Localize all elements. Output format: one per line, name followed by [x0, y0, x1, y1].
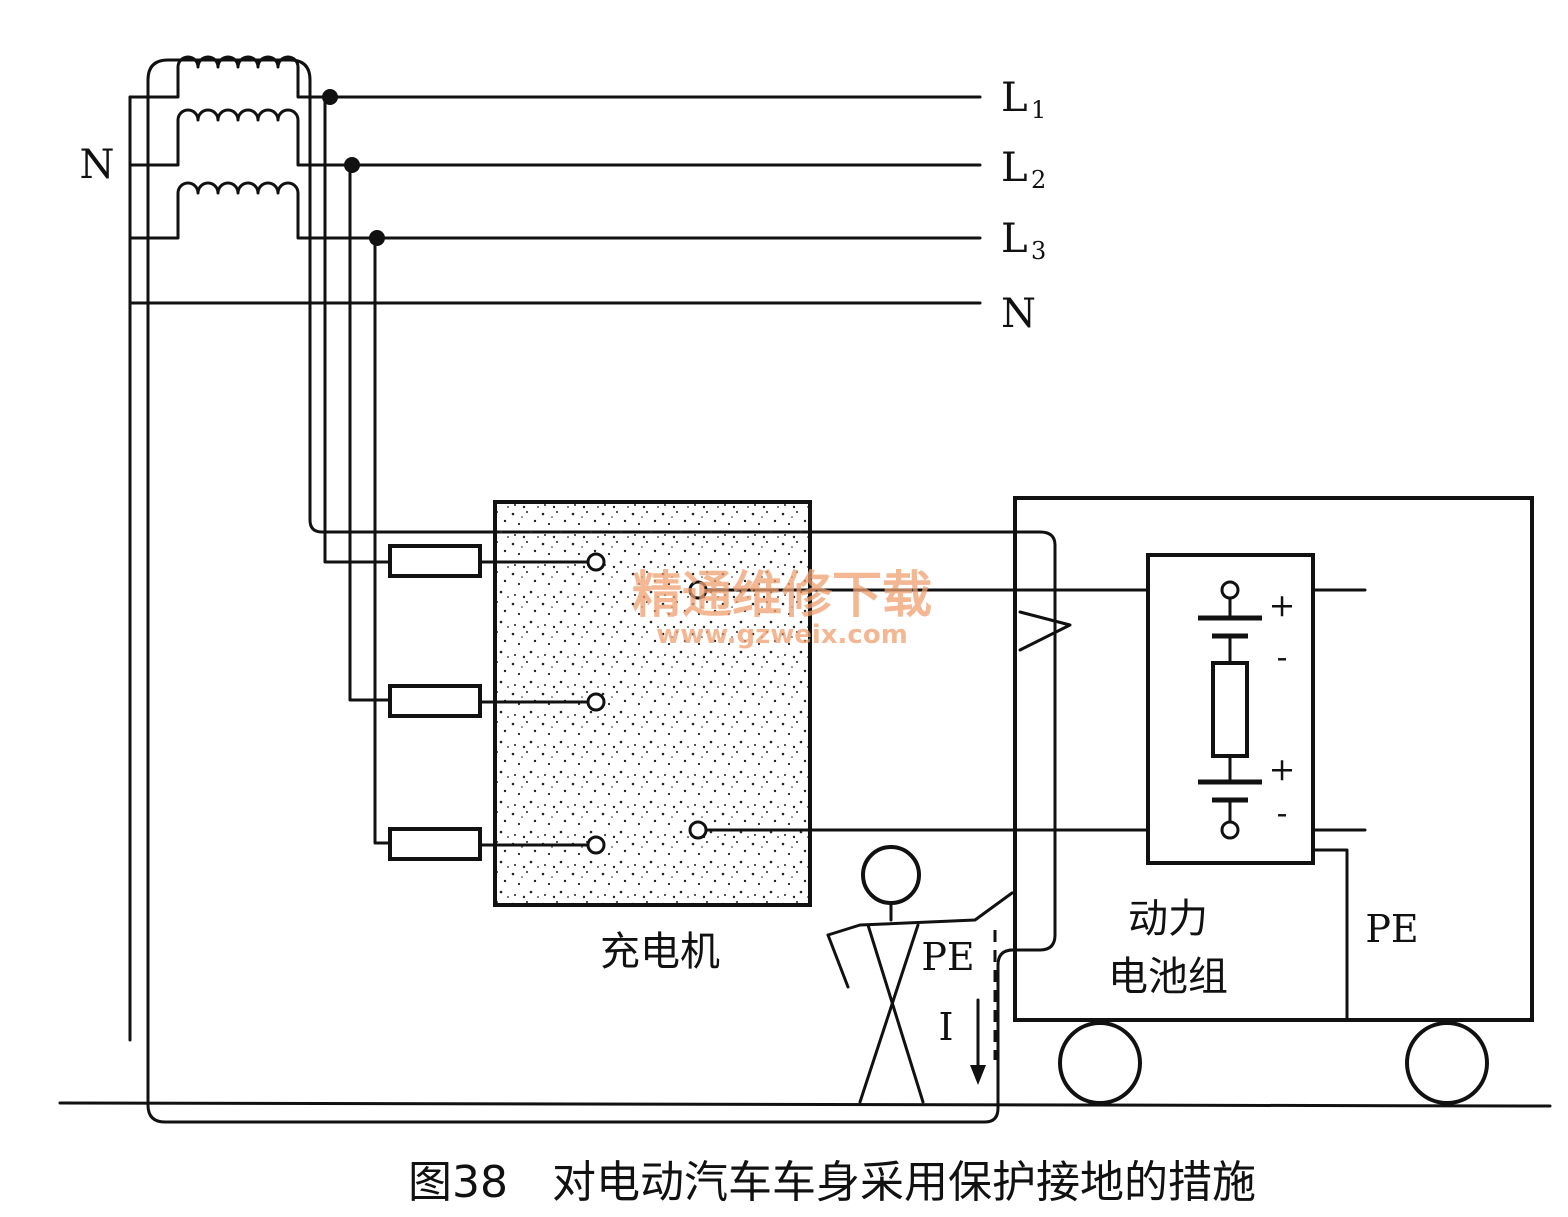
plus-bottom-label: +	[1269, 750, 1296, 788]
vehicle-body: 动力 电池组	[1013, 496, 1534, 1105]
person-figure	[826, 845, 1014, 1104]
battery-terminal-top	[1220, 580, 1240, 600]
fuses	[388, 544, 482, 861]
battery-terminal-bottom	[1220, 820, 1240, 840]
ground-return-path	[146, 948, 1015, 1124]
junction-l2	[344, 157, 360, 173]
junction-l3	[369, 230, 385, 246]
figure-caption: 图38 对电动汽车车身采用保护接地的措施	[408, 1157, 1256, 1208]
l1-label: L	[1001, 75, 1028, 121]
battery-pack: + - + -	[1146, 553, 1315, 865]
fuse-2	[388, 684, 482, 718]
neutral-label-left: N	[80, 142, 115, 188]
battery-fuse	[1211, 661, 1249, 758]
charger: 充电机	[478, 500, 812, 975]
l3-label: L	[1001, 216, 1028, 262]
fuse-1	[388, 544, 482, 578]
battery-label-line1: 动力	[1128, 896, 1208, 942]
charger-input-terminal-2	[586, 692, 606, 712]
pe-label-right: PE	[1365, 907, 1418, 951]
plus-top-label: +	[1269, 586, 1296, 624]
line-labels: N L 1 L 2 L 3 N	[80, 75, 1047, 337]
minus-top-label: -	[1277, 638, 1288, 676]
ground-line	[58, 1101, 1552, 1108]
current-arrowhead	[970, 1065, 986, 1085]
charger-label: 充电机	[600, 929, 720, 975]
person-head	[861, 845, 921, 905]
neutral-label-right: N	[1001, 291, 1036, 337]
charger-input-terminal-3	[586, 835, 606, 855]
l3-subscript: 3	[1031, 237, 1046, 265]
watermark: 精通维修下载 www.gzweix.com	[632, 566, 932, 650]
watermark-url: www.gzweix.com	[656, 620, 908, 650]
fuse-3	[388, 827, 482, 861]
phase-lines	[322, 89, 982, 845]
wheel-left	[1058, 1021, 1142, 1105]
pe-label-person: PE	[921, 935, 974, 979]
wheel-right	[1405, 1021, 1489, 1105]
vehicle-body-box	[1013, 496, 1534, 1022]
watermark-cn: 精通维修下载	[632, 566, 932, 624]
l2-label: L	[1001, 145, 1028, 191]
battery-label-line2: 电池组	[1108, 954, 1228, 1000]
charger-output-terminal-neg	[688, 820, 708, 840]
charger-input-terminal-1	[586, 552, 606, 572]
minus-bottom-label: -	[1277, 794, 1288, 832]
leakage-zigzag	[1018, 610, 1072, 652]
current-label: I	[938, 1005, 953, 1049]
l1-subscript: 1	[1031, 96, 1046, 124]
transformer-windings	[128, 55, 1057, 1107]
pe-wire-vehicle	[1311, 848, 1349, 1020]
l2-subscript: 2	[1031, 166, 1046, 194]
